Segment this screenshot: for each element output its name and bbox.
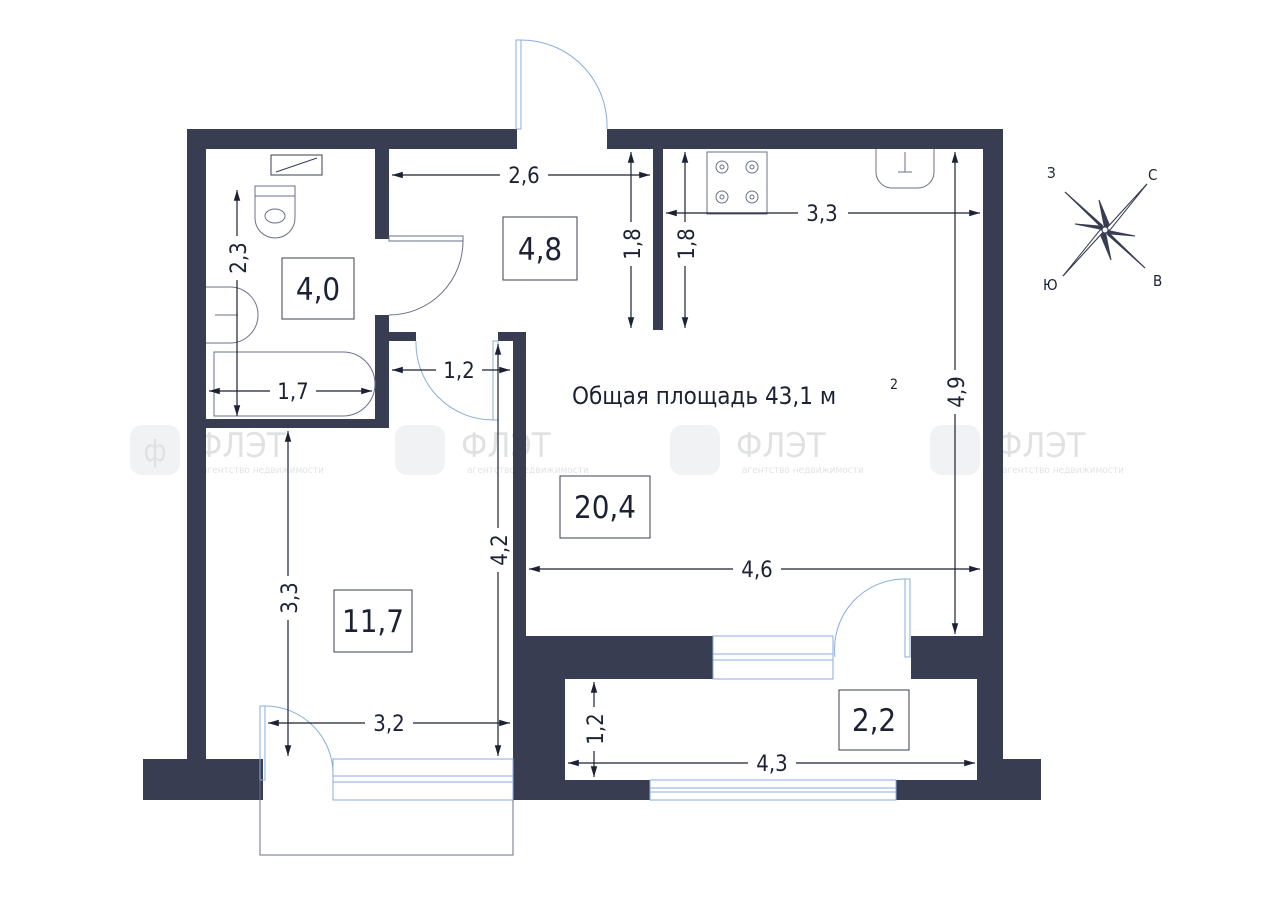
dim-living-height: 4,9 — [945, 376, 970, 407]
dim-hall-depth: 1,8 — [621, 228, 646, 259]
room-areas: 4,0 4,8 20,4 11,7 2,2 — [281, 216, 910, 751]
svg-text:агентство недвижимости: агентство недвижимости — [467, 465, 589, 476]
compass-east: В — [1153, 272, 1162, 290]
dim-kitchen-width: 3,3 — [806, 202, 837, 227]
dim-balcony-width: 4,3 — [756, 752, 787, 777]
dim-hall-width: 2,6 — [508, 164, 539, 189]
svg-text:ФЛЭТ: ФЛЭТ — [736, 426, 826, 466]
dim-bedroom-height: 3,3 — [278, 582, 303, 613]
total-area: Общая площадь 43,1 м 2 — [572, 377, 898, 410]
room-area-hall: 4,8 — [518, 232, 562, 268]
watermark: ф ФЛЭТ агентство недвижимости ФЛЭТ агент… — [130, 425, 1124, 476]
total-area-label: Общая площадь 43,1 м — [572, 382, 836, 410]
svg-text:ФЛЭТ: ФЛЭТ — [196, 426, 286, 466]
svg-text:агентство недвижимости: агентство недвижимости — [202, 465, 324, 476]
bathtub-icon — [213, 351, 376, 417]
compass-west: З — [1047, 164, 1056, 182]
compass-south: Ю — [1043, 276, 1058, 294]
toilet-icon — [254, 185, 296, 239]
dim-balcony-depth: 1,2 — [584, 713, 609, 744]
stove-icon — [706, 151, 768, 215]
dim-bedroom-width: 3,2 — [373, 712, 404, 737]
svg-text:ФЛЭТ: ФЛЭТ — [996, 426, 1086, 466]
dim-bath-height: 2,3 — [227, 242, 252, 273]
walls — [143, 129, 1041, 800]
dimension-labels: 2,6 1,8 1,8 3,3 2,3 1,7 1,2 4,9 4,6 4,2 … — [224, 162, 970, 777]
svg-text:агентство недвижимости: агентство недвижимости — [1002, 465, 1124, 476]
room-area-bedroom: 11,7 — [342, 604, 404, 640]
windows — [270, 154, 897, 801]
room-area-living: 20,4 — [574, 490, 636, 526]
dim-kitchen-depth: 1,8 — [675, 228, 700, 259]
dim-bath-width: 1,7 — [277, 380, 308, 405]
compass-icon: З С Ю В — [1043, 164, 1162, 294]
kitchen-sink-icon — [875, 149, 935, 189]
sink-icon — [206, 286, 259, 344]
svg-text:агентство недвижимости: агентство недвижимости — [742, 465, 864, 476]
total-area-superscript: 2 — [890, 377, 898, 393]
dim-bedroom-depth: 4,2 — [488, 534, 513, 565]
dim-corridor-width: 1,2 — [443, 359, 474, 384]
svg-text:ф: ф — [143, 434, 166, 469]
doors — [259, 39, 911, 856]
dim-living-width: 4,6 — [741, 558, 772, 583]
svg-text:ФЛЭТ: ФЛЭТ — [461, 426, 551, 466]
room-area-balcony: 2,2 — [852, 703, 896, 739]
compass-north: С — [1148, 166, 1157, 184]
dimension-lines — [209, 152, 980, 777]
room-area-bathroom: 4,0 — [296, 272, 340, 308]
